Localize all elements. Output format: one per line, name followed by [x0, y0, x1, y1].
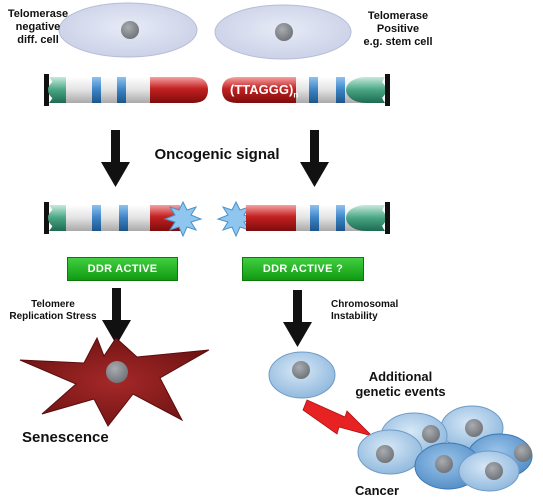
label-telomerase-positive: Telomerase Positive e.g. stem cell: [363, 10, 433, 48]
label-cancer: Cancer: [355, 483, 400, 498]
unstable-cell: [268, 351, 336, 399]
chromatid-mid-right: [216, 200, 390, 238]
burst-icon: [216, 200, 256, 238]
badge-ddr-active-right: DDR ACTIVE ?: [242, 257, 364, 281]
lightning-icon: [302, 399, 374, 437]
label-senescence: Senescence: [22, 429, 109, 446]
label-telomere-replication-stress: Telomere Replication Stress: [9, 299, 97, 322]
cell-nucleus: [106, 361, 128, 383]
arrow-left-senescence: [102, 288, 131, 345]
telomerase-negative-cell: [58, 2, 198, 58]
burst-icon: [163, 200, 203, 238]
telomerase-positive-cell: [214, 4, 352, 60]
repeat-sequence-text: (TTAGGG): [230, 82, 294, 97]
label-chromosomal-instability: Chromosomal Instability: [331, 299, 399, 322]
label-additional-genetic-events: Additional genetic events: [355, 369, 446, 400]
cell-nucleus: [275, 23, 293, 41]
repeat-sequence-subscript: n: [293, 90, 299, 100]
cancer-cell: [458, 450, 520, 492]
senescent-cell: [19, 336, 210, 427]
badge-ddr-active-left: DDR ACTIVE: [67, 257, 178, 281]
cancer-cell: [357, 429, 423, 475]
chromatid-top-right: [222, 74, 390, 106]
cancer-cell-cluster: [357, 405, 533, 492]
cell-nucleus: [292, 361, 310, 379]
arrow-left-oncogenic: [101, 130, 130, 187]
arrow-right-instability: [283, 290, 312, 347]
chromatid-mid-left: [44, 200, 203, 238]
label-oncogenic-signal: Oncogenic signal: [154, 146, 280, 163]
arrow-right-oncogenic: [300, 130, 329, 187]
label-repeat-sequence: (TTAGGG)n: [230, 82, 298, 100]
cell-nucleus: [121, 21, 139, 39]
chromatid-top-left: [44, 74, 208, 106]
label-telomerase-negative: Telomerase negative diff. cell: [7, 8, 69, 46]
